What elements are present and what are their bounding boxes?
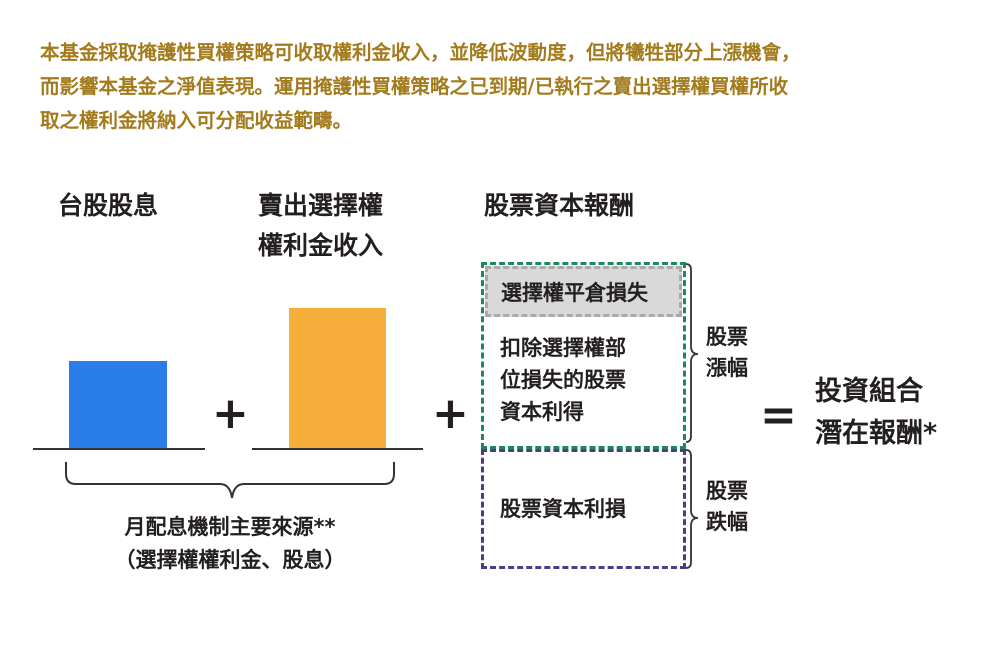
gain-line: 位損失的股票 [500, 368, 626, 392]
intro-text: 本基金採取掩護性買權策略可收取權利金收入，並降低波動度，但將犧牲部分上漲機會， … [40, 36, 970, 138]
capital-gain-box [481, 262, 686, 449]
dividend-heading: 台股股息 [58, 191, 159, 220]
equals-sign: = [760, 390, 797, 441]
up-label-line1: 股票 [706, 325, 748, 349]
option-loss-label: 選擇權平倉損失 [501, 281, 648, 305]
right-brace-icon [685, 263, 699, 569]
premium-heading-line1: 賣出選擇權 [258, 191, 384, 220]
plus-sign: + [212, 388, 249, 439]
intro-line: 本基金採取掩護性買權策略可收取權利金收入，並降低波動度，但將犧牲部分上漲機會， [40, 41, 801, 64]
capital-heading: 股票資本報酬 [484, 191, 635, 220]
dividend-bar [69, 361, 167, 449]
capital-loss-box: 股票資本利損 [481, 449, 686, 569]
dividend-baseline [33, 448, 205, 450]
premium-baseline [252, 448, 423, 450]
gain-line: 扣除選擇權部 [500, 336, 626, 360]
premium-heading-line2: 權利金收入 [258, 231, 384, 260]
option-loss-box: 選擇權平倉損失 [485, 266, 682, 317]
gain-line: 資本利得 [500, 400, 584, 424]
intro-line: 而影響本基金之淨值表現。運用掩護性買權策略之已到期/已執行之賣出選擇權買權所收 [40, 75, 789, 98]
premium-bar [289, 308, 386, 449]
up-label-line2: 漲幅 [706, 356, 748, 380]
down-label-line2: 跌幅 [706, 510, 748, 534]
result-line1: 投資組合 [815, 376, 923, 407]
down-label-line1: 股票 [706, 479, 748, 503]
plus-sign: + [432, 388, 469, 439]
footnote-line2: （選擇權權利金、股息） [114, 548, 346, 572]
capital-loss-label: 股票資本利損 [500, 497, 626, 521]
result-line2: 潛在報酬* [815, 418, 938, 449]
intro-line: 取之權利金將納入可分配收益範疇。 [40, 109, 353, 132]
footnote-line1: 月配息機制主要來源** [124, 515, 336, 539]
bottom-brace-icon [65, 462, 395, 499]
